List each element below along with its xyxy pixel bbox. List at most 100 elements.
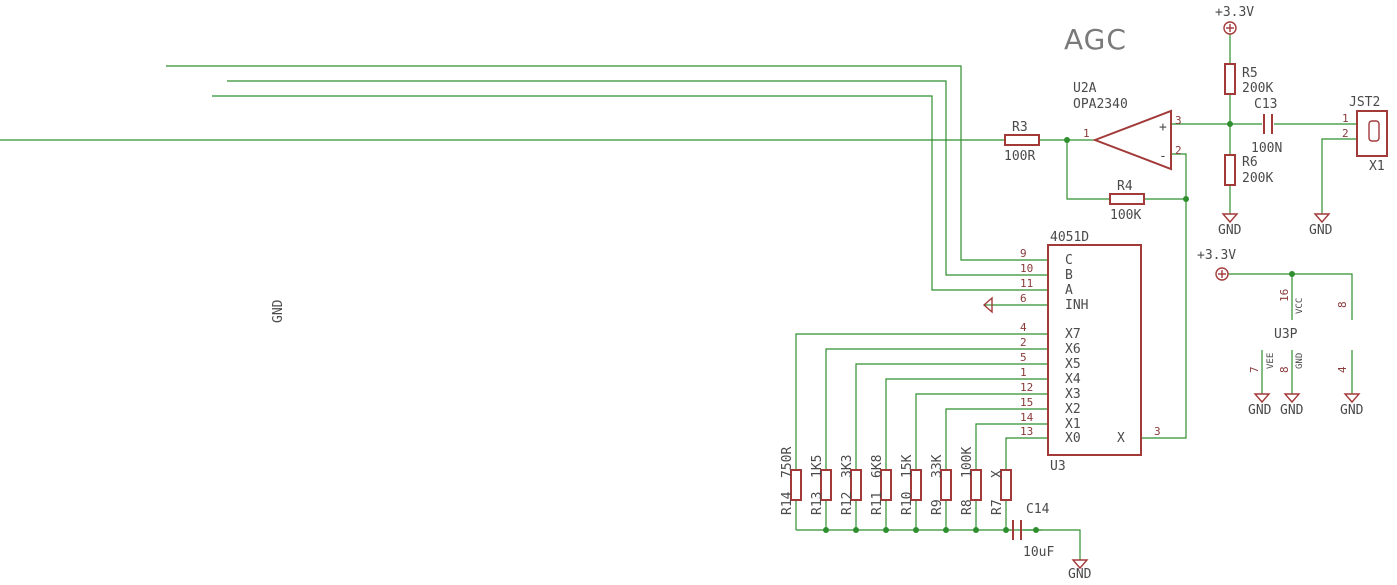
- u3-pin-num-10: 14: [1020, 411, 1034, 424]
- c14-name: C14: [1026, 502, 1050, 517]
- r3-name: R3: [1012, 120, 1028, 135]
- ladder-value-3: 6K8: [870, 455, 885, 478]
- c13-value: 100N: [1251, 141, 1282, 156]
- r6-value: 200K: [1242, 171, 1273, 186]
- ladder-resistor-1: [820, 469, 832, 501]
- r3-value: 100R: [1004, 149, 1035, 164]
- wire-ladder-6: [975, 423, 1048, 470]
- ladder-value-1: 1K5: [810, 455, 825, 478]
- u3-pin-num-6: 5: [1020, 351, 1027, 364]
- ladder-value-7: X: [990, 470, 1005, 478]
- wire-c14-gnd: [1023, 529, 1081, 560]
- gnd-u3p-1: GND: [1248, 403, 1272, 418]
- c13-name: C13: [1254, 97, 1277, 112]
- ladder-name-0: R14: [780, 491, 795, 515]
- ladder-resistor-3: [880, 469, 892, 501]
- u2a-minus-sign: -: [1159, 149, 1167, 164]
- u3p-pin4: 4: [1336, 366, 1349, 373]
- supply-u3p-label: +3.3V: [1197, 248, 1236, 263]
- u3-pin-name-0: C: [1065, 253, 1073, 268]
- u3-pin-num-5: 2: [1020, 336, 1027, 349]
- ground-icon: [1313, 213, 1331, 224]
- u3-x-pin: 3: [1154, 425, 1161, 438]
- ground-icon: [1253, 393, 1271, 404]
- ground-icon: [1071, 559, 1089, 570]
- u3p-gnd-pin: 8: [1278, 366, 1291, 373]
- jst2-pin1: 1: [1342, 112, 1349, 125]
- wire-b: [227, 80, 1048, 276]
- wire-ladder-5: [945, 408, 1048, 470]
- u3-pin-num-1: 10: [1020, 262, 1033, 275]
- u3-mux-body: [1047, 244, 1142, 456]
- wire-ladder-3: [885, 378, 1048, 470]
- u3-x-label: X: [1117, 431, 1125, 446]
- u3-pin-num-11: 13: [1020, 425, 1033, 438]
- u2a-pin-in: 1: [1083, 127, 1090, 140]
- u3p-gnd-label: GND: [1295, 353, 1305, 369]
- ladder-name-1: R13: [810, 492, 825, 515]
- supply-top-label: +3.3V: [1215, 5, 1254, 20]
- supply-icon: [1223, 21, 1237, 35]
- ladder-name-7: R7: [990, 499, 1005, 515]
- gnd-r6: GND: [1218, 223, 1242, 238]
- ground-icon: [1343, 393, 1361, 404]
- wire-ladder-4: [915, 393, 1048, 470]
- wire-c: [166, 65, 1048, 261]
- wire-ladder-7: [1005, 437, 1048, 470]
- r5-resistor: [1224, 63, 1236, 95]
- ladder-resistor-7: [1000, 469, 1012, 501]
- u3-pin-name-9: X2: [1065, 402, 1081, 417]
- ladder-name-4: R10: [900, 492, 915, 515]
- ladder-resistor-6: [970, 469, 982, 501]
- u3-pin-name-1: B: [1065, 268, 1073, 283]
- jst2-socket: [1368, 120, 1380, 142]
- labels: AGCR3100RU2AOPA2340132+-R4100K+3.3VR5200…: [271, 5, 1385, 582]
- gnd-jst: GND: [1309, 223, 1333, 238]
- r6-name: R6: [1242, 155, 1258, 170]
- jst2-pin2: 2: [1342, 127, 1349, 140]
- wires: [0, 34, 1357, 560]
- jst2-connector: [1356, 110, 1388, 157]
- r4-value: 100K: [1110, 208, 1141, 223]
- u3p-vee: VEE: [1266, 353, 1276, 369]
- r4-name: R4: [1117, 179, 1133, 194]
- u3-pin-num-2: 11: [1020, 277, 1033, 290]
- wire-jst-gnd: [1321, 138, 1357, 214]
- u3-pin-name-10: X1: [1065, 417, 1081, 432]
- u3p-vcc-pin: 16: [1278, 289, 1291, 302]
- u3-pin-name-6: X5: [1065, 357, 1081, 372]
- gnd-u3p-3: GND: [1340, 403, 1364, 418]
- u3-pin-name-7: X4: [1065, 372, 1081, 387]
- jst2-part: X1: [1369, 159, 1385, 174]
- gnd-u3p-2: GND: [1280, 403, 1304, 418]
- ladder-name-2: R12: [840, 492, 855, 515]
- u3-pin-num-0: 9: [1020, 247, 1027, 260]
- u3-pin-num-9: 15: [1020, 396, 1033, 409]
- ground-icon: [1283, 393, 1301, 404]
- u3-pin-name-2: A: [1065, 283, 1073, 298]
- ladder-name-5: R9: [930, 499, 945, 515]
- r5-name: R5: [1242, 66, 1258, 81]
- ladder-name-3: R11: [870, 492, 885, 515]
- u3-pin-num-3: 6: [1020, 292, 1027, 305]
- wire-u3p-vcc-rail: [1228, 273, 1353, 320]
- gnd-c14: GND: [1068, 567, 1092, 582]
- u3-name: U3: [1050, 459, 1066, 474]
- u2a-name: U2A: [1073, 81, 1097, 96]
- ground-icon-inh: [982, 296, 993, 314]
- u3-pin-name-5: X6: [1065, 342, 1081, 357]
- wire-ladder-1: [825, 348, 1048, 470]
- ladder-resistor-5: [940, 469, 952, 501]
- ladder-value-2: 3K3: [840, 455, 855, 478]
- wire-minus-to-x: [1141, 153, 1187, 439]
- wire-fb-left: [1066, 140, 1110, 200]
- u2a-pin-minus: 2: [1175, 144, 1182, 157]
- title-agc: AGC: [1064, 23, 1127, 56]
- u3-pin-num-4: 4: [1020, 321, 1027, 334]
- u2a-plus-sign: +: [1159, 120, 1167, 135]
- u3p-vcc: VCC: [1295, 298, 1305, 314]
- ladder-resistor-2: [850, 469, 862, 501]
- gnd-inh: GND: [271, 299, 286, 323]
- ladder-value-4: 15K: [900, 454, 915, 478]
- ladder-resistor-4: [910, 469, 922, 501]
